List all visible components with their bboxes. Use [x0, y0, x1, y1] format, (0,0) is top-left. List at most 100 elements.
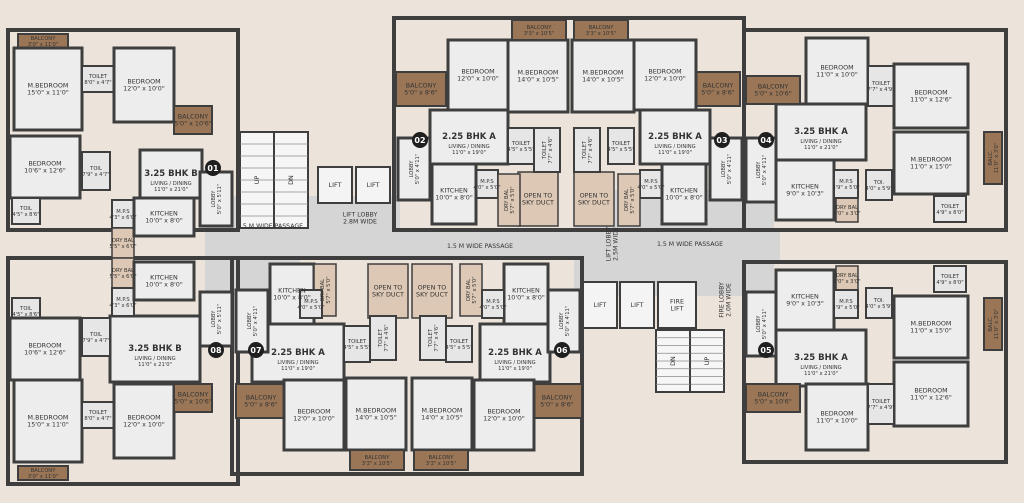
duct-c-box: [367, 263, 409, 319]
u6-mps-area: [481, 289, 505, 319]
u2-toilet2-area: [533, 127, 561, 173]
u1-toil2-area: [11, 197, 41, 225]
lift-2: LIFT: [367, 181, 380, 189]
u4-balc: BALC.11'0" x 3'0": [988, 143, 1000, 174]
u3-toilet1-area: [607, 127, 635, 165]
u3-balcony2-area: [573, 19, 629, 41]
u4-kitchen-area: [774, 158, 836, 222]
u8-balcony2-area: [173, 383, 213, 413]
u8-bed1-area: [112, 382, 176, 460]
lift-3-box: [582, 281, 618, 329]
u5-bed1-area: [804, 382, 870, 452]
u1-kitchen-area: [132, 196, 196, 238]
u4-bed1-area: [804, 36, 870, 106]
unit-03-number: 03: [716, 136, 727, 145]
u4-balcony-area: [745, 75, 801, 105]
u1-lobby: LOBBY5'0" x 5'11": [211, 184, 223, 215]
unit-06-type: 2.25 BHK A: [488, 348, 542, 358]
u1-toilet-area: [81, 65, 115, 93]
u2-bed-area: [446, 38, 510, 112]
unit-01-living-room: [138, 148, 204, 200]
unit-01-number: 01: [207, 164, 219, 173]
u2-toilet2: TOILET7'7" x 4'6": [542, 136, 554, 163]
unit-04-badge: [758, 132, 774, 148]
u2-mbed-area: [506, 38, 570, 114]
u8-toil-area: [81, 317, 111, 357]
unit-02-type: 2.25 BHK A: [442, 132, 496, 142]
stair-left-dn: DN: [287, 175, 295, 185]
u7-drybal: DRY BAL5'7" x 5'0": [320, 276, 332, 303]
u8-mps-area: [111, 287, 135, 317]
passage-bottom: 1.5 M WIDE PASSAGE: [237, 223, 303, 230]
u5-lobby: LOBBY5'0" x 4'11": [756, 309, 768, 340]
u5-mps-area: [833, 289, 859, 319]
block-outline-3: [742, 28, 1008, 232]
passage-top: 1.5 M WIDE PASSAGE: [447, 243, 513, 250]
unit-06-badge: [554, 342, 570, 358]
u5-toi: TOI.4'0" x 5'9": [865, 298, 892, 310]
u2-drybal: DRY BAL5'7" x 5'0": [504, 186, 516, 213]
u4-mbed-area: [892, 130, 970, 196]
unit-05-badge: [758, 342, 774, 358]
u6-drybal: DRY BAL5'7" x 5'0": [466, 276, 478, 303]
unit-05-type: 3.25 BHK A: [794, 353, 848, 363]
u3-toilet2-area: [573, 127, 601, 173]
u7-mps-area: [299, 289, 323, 319]
duct-d-box: [411, 263, 453, 319]
u3-toilet2: TOILET7'7" x 4'6": [582, 136, 594, 163]
u1-bed1-area: [112, 46, 176, 124]
u6-lobby: LOBBY5'0" x 4'11": [559, 306, 571, 337]
block-outline-4: [742, 260, 1008, 464]
duct-b-box: [573, 171, 615, 227]
unit-07-type: 2.25 BHK A: [271, 348, 325, 358]
u5-toilet2-area: [933, 265, 967, 293]
u3-lobby: LOBBY5'0" x 4'11": [721, 154, 733, 185]
u7-bed-area: [282, 378, 346, 452]
u4-lobby: LOBBY5'0" x 4'11": [756, 155, 768, 186]
u5-balc: BALC.11'0" x 3'0": [988, 309, 1000, 340]
unit-03-type: 2.25 BHK A: [648, 132, 702, 142]
u6-bed-area: [472, 378, 536, 452]
unit-08-type: 3.25 BHK B: [128, 344, 182, 354]
lift-3: LIFT: [594, 301, 607, 309]
unit-02-number: 02: [414, 136, 425, 145]
u5-balcony-area: [745, 383, 801, 413]
stair-right-up: UP: [703, 357, 711, 366]
